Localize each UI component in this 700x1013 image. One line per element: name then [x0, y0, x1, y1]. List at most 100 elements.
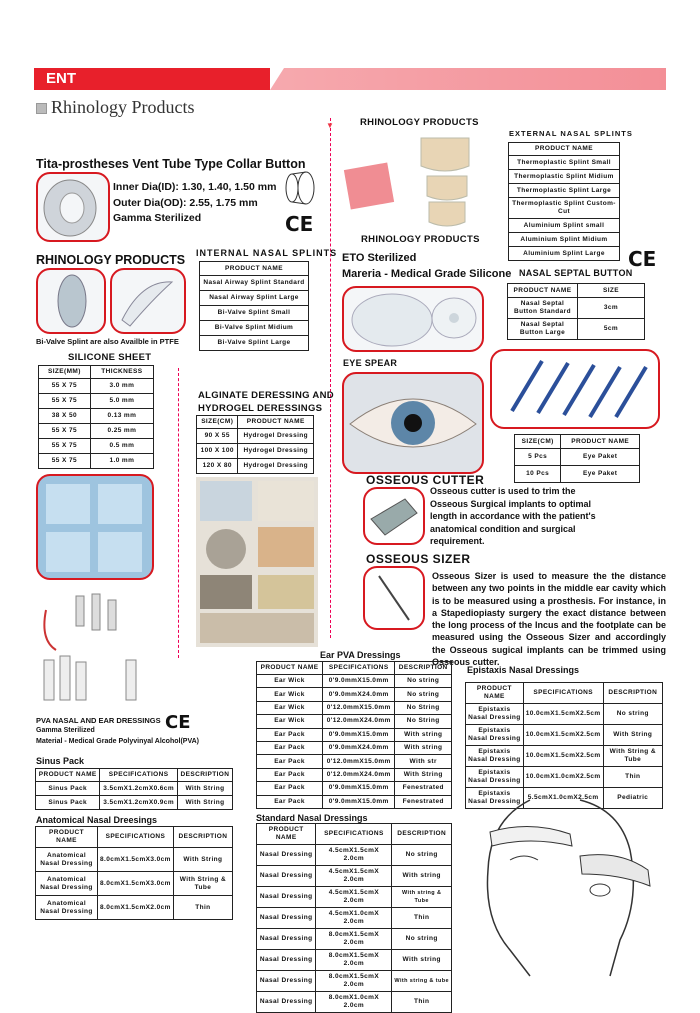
table-cell: Ear Pack: [255, 794, 324, 809]
pva-icon: [43, 593, 137, 701]
table-cell: With String: [172, 847, 234, 872]
table-cell: With string & tube: [391, 970, 452, 992]
cutter-icon: [370, 498, 418, 536]
table-cell: Anatomical Nasal Dressing: [34, 847, 99, 872]
table-cell: With String & Tube: [172, 871, 234, 896]
table-header: DESCRIPTION: [602, 682, 664, 704]
table-cell: No string: [394, 687, 452, 702]
table-cell: Nasal Dressing: [255, 991, 317, 1013]
septal-button-image: [342, 286, 484, 352]
table-header: SIZE(CM): [513, 434, 562, 449]
table-header: PRODUCT NAME: [465, 682, 524, 704]
table-header: PRODUCT NAME: [560, 434, 640, 449]
table-cell: Sinus Pack: [34, 795, 101, 810]
collar-diagram-icon: [285, 171, 315, 205]
standard-nasal-title: Standard Nasal Dressings: [256, 813, 368, 823]
table-cell: 0'9.0mmX15.0mm: [322, 673, 396, 689]
table-cell: 10.0cmX1.5cmX2.5cm: [522, 703, 604, 725]
table-cell: 55 X 75: [38, 453, 91, 469]
table-cell: Nasal Septal Button Large: [507, 318, 578, 340]
table-cell: 8.0cmX1.0cmX 2.0cm: [315, 991, 393, 1013]
splint-icon: [57, 274, 87, 328]
table-cell: With string & Tube: [391, 886, 452, 908]
table-cell: Nasal Airway Splint Standard: [199, 275, 309, 291]
table-cell: Thermoplastic Splint Small: [508, 155, 620, 170]
dressing-icon: [200, 481, 314, 643]
table-header: SIZE: [577, 283, 645, 298]
table-cell: Thermoplastic Splint Midium: [508, 169, 620, 184]
table-cell: No string: [391, 928, 452, 950]
external-splints-title: EXTERNAL NASAL SPLINTS: [509, 129, 633, 138]
left-divider: [178, 368, 179, 658]
table-header: SIZE(MM): [38, 365, 91, 379]
table-cell: Nasal Dressing: [255, 928, 317, 950]
table-header: PRODUCT NAME: [34, 826, 99, 848]
bivalve-caption: Bi-Valve Splint are also Availble in PTF…: [36, 337, 179, 346]
table-cell: 3.5cmX1.2cmX0.9cm: [99, 795, 178, 810]
vent-tube-id: Inner Dia(ID): 1.30, 1.40, 1.50 mm: [113, 181, 277, 193]
table-cell: 3.0 mm: [89, 378, 155, 394]
table-header: DESCRIPTION: [176, 768, 234, 782]
table-cell: 5 Pcs: [513, 448, 562, 466]
table-header: DESCRIPTION: [394, 661, 452, 675]
splint-image-1: [36, 268, 106, 334]
table-cell: 8.0cmX1.5cmX2.0cm: [97, 895, 174, 920]
table-cell: Epistaxis Nasal Dressing: [465, 766, 524, 788]
eto-material: Mareria - Medical Grade Silicone: [342, 268, 512, 280]
table-cell: Pediatric: [602, 787, 664, 809]
table-cell: Bi-Valve Splint Small: [199, 305, 309, 321]
table-cell: Nasal Dressing: [255, 886, 317, 908]
table-cell: Eye Paket: [560, 465, 640, 483]
table-cell: 4.5cmX1.5cmX 2.0cm: [315, 844, 393, 866]
table-cell: Nasal Dressing: [255, 907, 317, 929]
table-cell: Thermoplastic Splint Custom-Cut: [508, 197, 620, 219]
table-cell: 0'12.0mmX15.0mm: [322, 754, 396, 769]
table-header: SPECIFICATIONS: [522, 682, 604, 704]
bivalve-splint-icon: [121, 281, 174, 327]
table-cell: 3cm: [577, 297, 645, 319]
table-header: DESCRIPTION: [391, 823, 452, 845]
table-cell: Thermoplastic Splint Large: [508, 183, 620, 198]
table-cell: No string: [391, 844, 452, 866]
table-cell: 0'12.0mmX15.0mm: [322, 700, 396, 716]
table-cell: Anatomical Nasal Dressing: [34, 871, 99, 896]
table-cell: Thin: [172, 895, 234, 920]
table-cell: With String & Tube: [602, 745, 664, 767]
osseous-cutter-image: [363, 487, 425, 545]
ce-mark-icon: CE: [628, 247, 657, 271]
pva-material: Material - Medical Grade Polyvinyal Alco…: [36, 738, 199, 745]
spear-icon: [510, 359, 648, 419]
osseous-cutter-text: Osseous cutter is used to trim the Osseo…: [430, 486, 596, 546]
table-cell: 4.5cmX1.0cmX 2.0cm: [315, 907, 393, 929]
table-cell: 8.0cmX1.5cmX 2.0cm: [315, 928, 393, 950]
table-cell: Nasal Airway Splint Large: [199, 290, 309, 306]
table-cell: Ear Pack: [255, 781, 324, 796]
table-cell: Sinus Pack: [34, 781, 101, 796]
table-cell: 55 X 75: [38, 438, 91, 454]
septal-button-title: NASAL SEPTAL BUTTON: [519, 268, 633, 278]
table-cell: Nasal Dressing: [255, 970, 317, 992]
section-title: Rhinology Products: [51, 97, 195, 117]
silicone-sheet-title: SILICONE SHEET: [68, 352, 152, 363]
table-cell: With String: [602, 724, 664, 746]
table-cell: 5.5cmX1.0cmX2.5cm: [522, 787, 604, 809]
table-cell: Ear Wick: [255, 714, 324, 729]
table-cell: Thin: [391, 907, 452, 929]
table-cell: With String: [176, 795, 234, 810]
table-cell: With String: [394, 767, 452, 783]
epistaxis-title: Epistaxis Nasal Dressings: [467, 665, 580, 675]
rhinology-right-title-2: RHINOLOGY PRODUCTS: [361, 234, 480, 245]
nasal-splint-icon: [343, 137, 470, 227]
eye-image: [342, 372, 484, 474]
eye-icon: [349, 398, 477, 448]
header-pink-band: [270, 68, 666, 90]
table-cell: Bi-Valve Splint Large: [199, 335, 309, 351]
table-cell: Anatomical Nasal Dressing: [34, 895, 99, 920]
table-cell: Aluminium Splint small: [508, 218, 620, 233]
table-cell: 0'12.0mmX24.0mm: [322, 767, 396, 783]
pva-title: PVA NASAL AND EAR DRESSINGS: [36, 716, 161, 725]
